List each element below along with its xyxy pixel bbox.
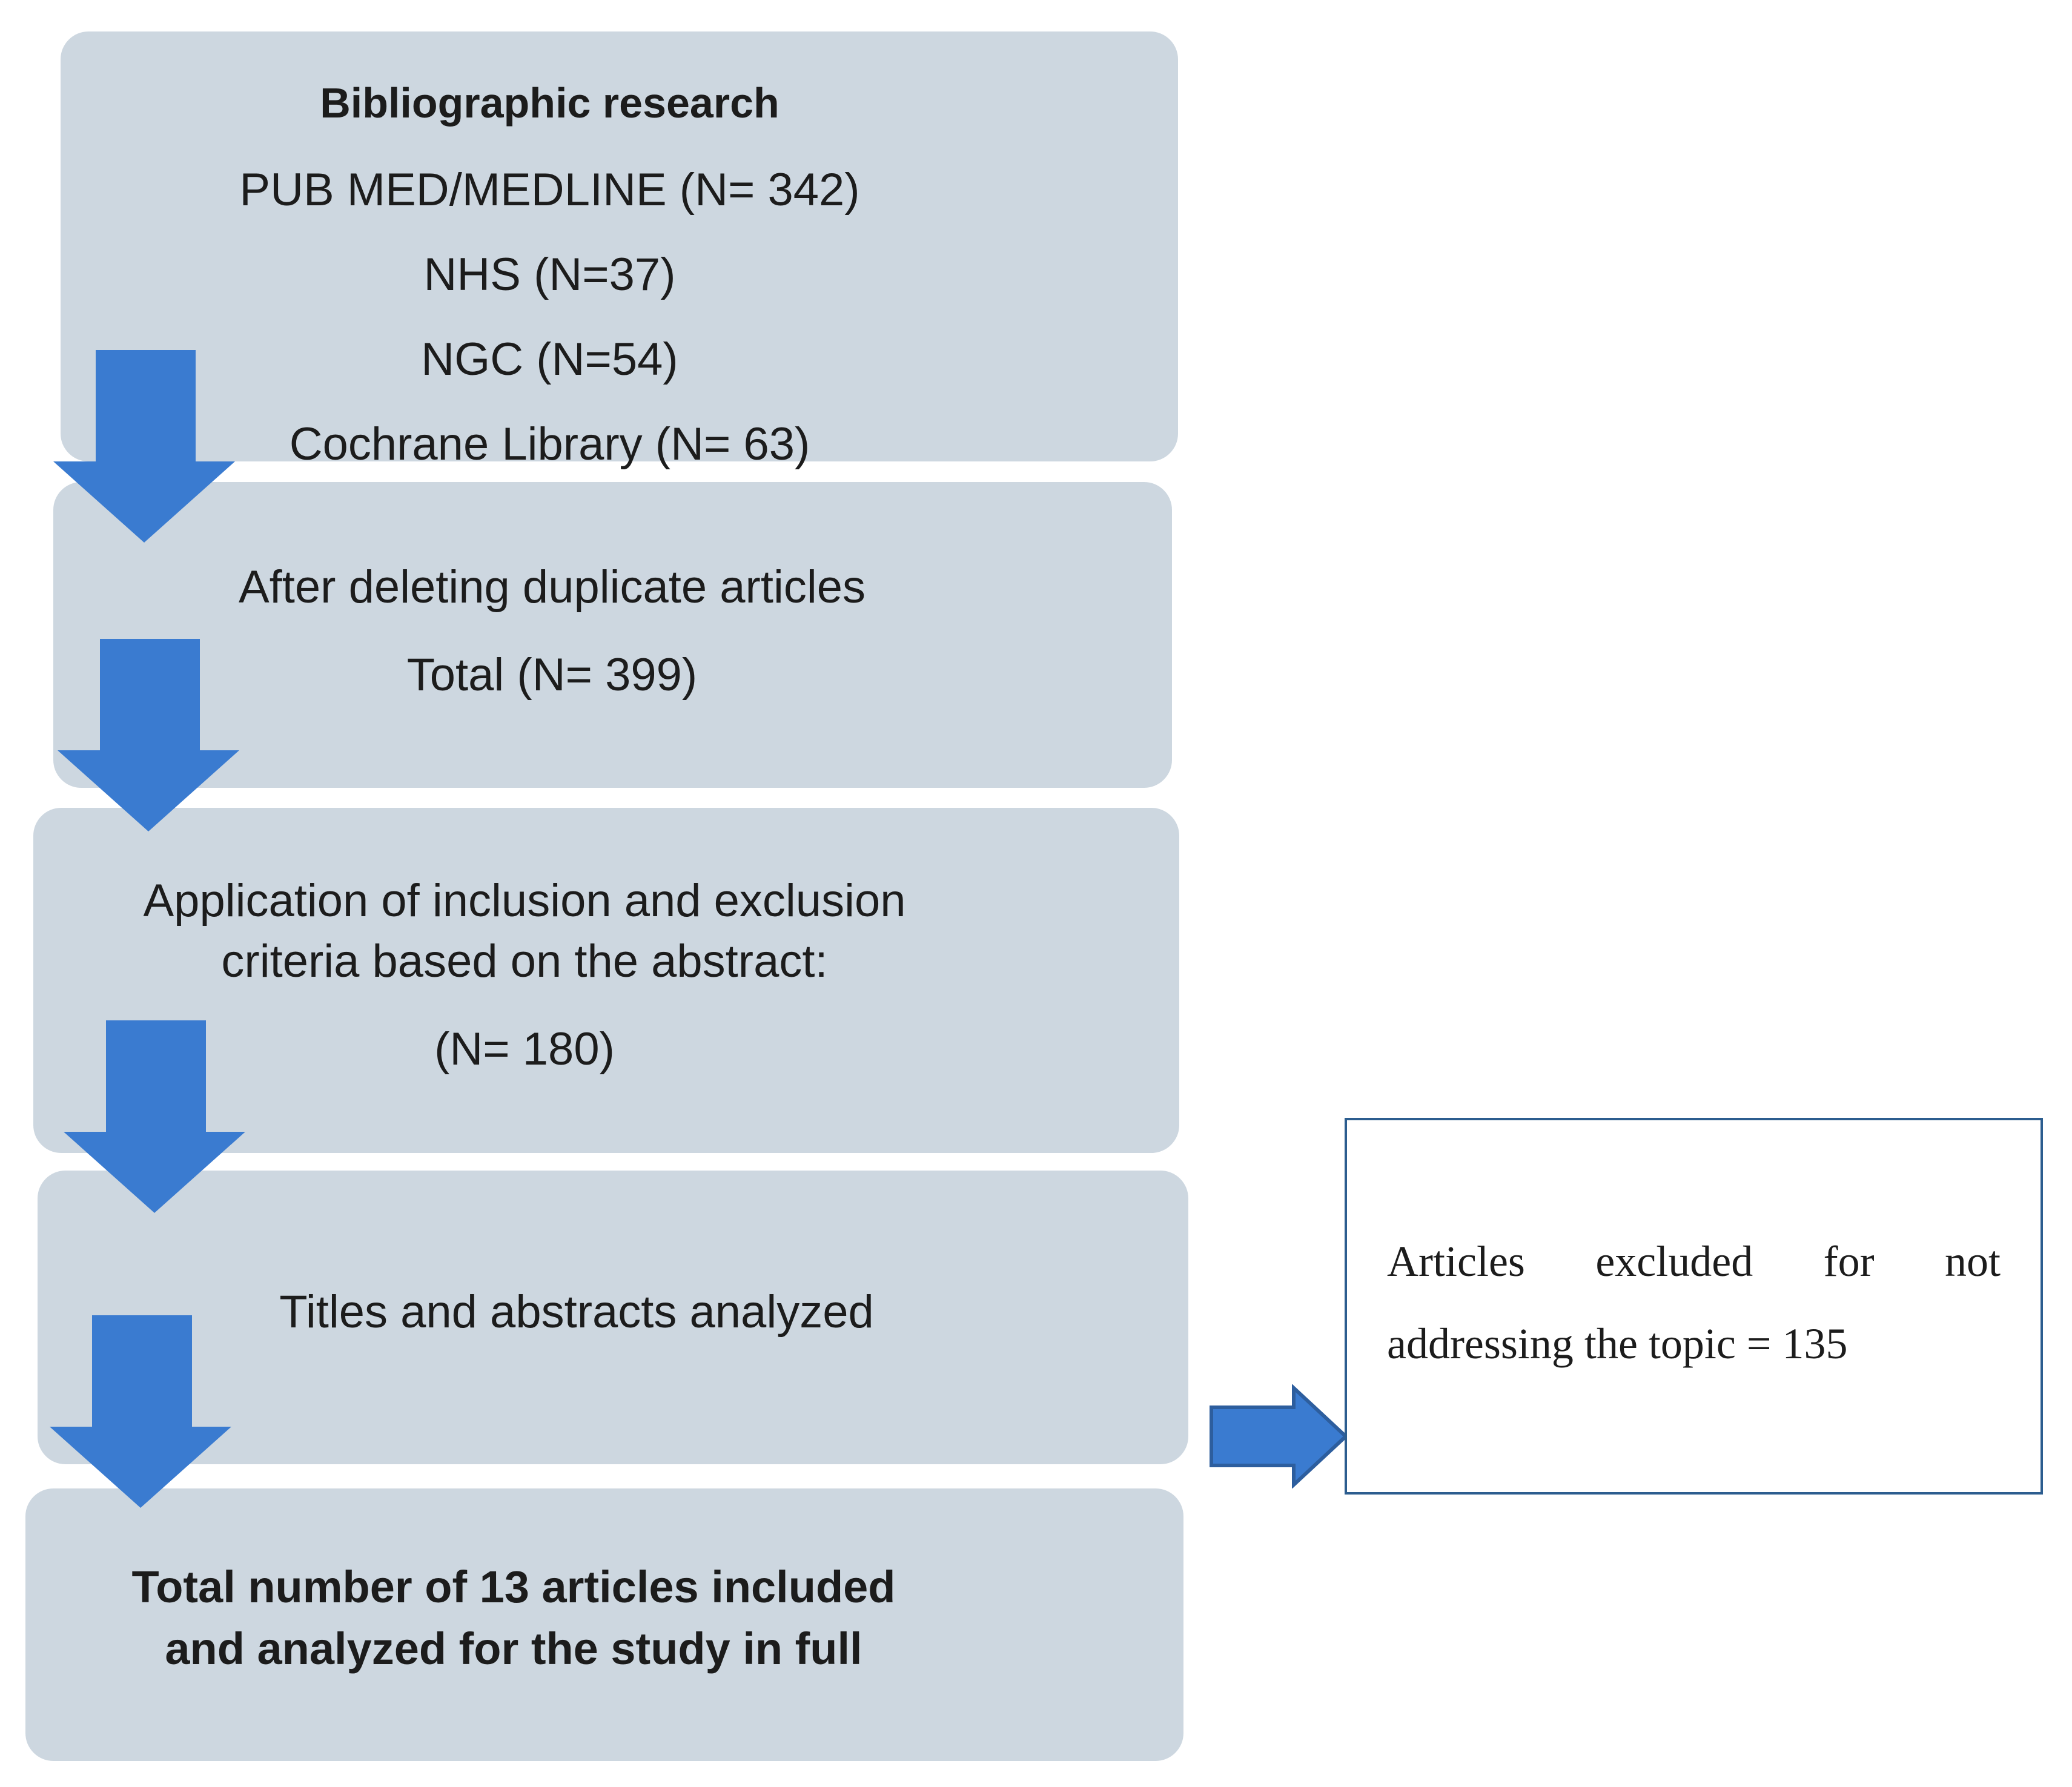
box5-line-total-number: Total number of 13 articles included bbox=[131, 1562, 896, 1612]
excluded-line-2: addressing the topic = 135 bbox=[1387, 1320, 1848, 1368]
down-arrow-icon bbox=[50, 1315, 231, 1508]
excluded-line-1: Articles excluded for not bbox=[1387, 1237, 2001, 1286]
box-excluded-articles: Articles excluded for not addressing the… bbox=[1345, 1118, 2043, 1495]
box1-line-nhs: NHS (N=37) bbox=[423, 249, 676, 300]
box1-line-cochrane: Cochrane Library (N= 63) bbox=[289, 418, 810, 470]
box1-line-pubmed: PUB MED/MEDLINE (N= 342) bbox=[239, 164, 860, 216]
box2-line-total: Total (N= 399) bbox=[406, 649, 698, 701]
box4-line-titles: Titles and abstracts analyzed bbox=[279, 1286, 874, 1338]
down-arrow-icon bbox=[58, 639, 239, 831]
box1-title: Bibliographic research bbox=[320, 79, 779, 127]
down-arrow-icon bbox=[64, 1020, 245, 1213]
box3-line-count: (N= 180) bbox=[434, 1023, 615, 1075]
box-bibliographic-research: Bibliographic research PUB MED/MEDLINE (… bbox=[61, 31, 1178, 470]
box-titles-abstracts: Titles and abstracts analyzed bbox=[38, 1171, 1188, 1464]
box1-line-ngc: NGC (N=54) bbox=[421, 334, 678, 385]
right-arrow-icon bbox=[1210, 1384, 1349, 1488]
box-inclusion-exclusion: Application of inclusion and exclusion c… bbox=[33, 808, 1179, 1153]
box3-line-application: Application of inclusion and exclusion bbox=[143, 875, 906, 927]
down-arrow-icon bbox=[53, 350, 235, 543]
box3-line-criteria: criteria based on the abstract: bbox=[221, 936, 828, 987]
box2-line-after-deleting: After deleting duplicate articles bbox=[238, 561, 866, 613]
box5-line-analyzed: and analyzed for the study in full bbox=[165, 1623, 862, 1674]
box-after-duplicates: After deleting duplicate articles Total … bbox=[53, 482, 1172, 788]
box-total-included: Total number of 13 articles included and… bbox=[25, 1488, 1183, 1761]
